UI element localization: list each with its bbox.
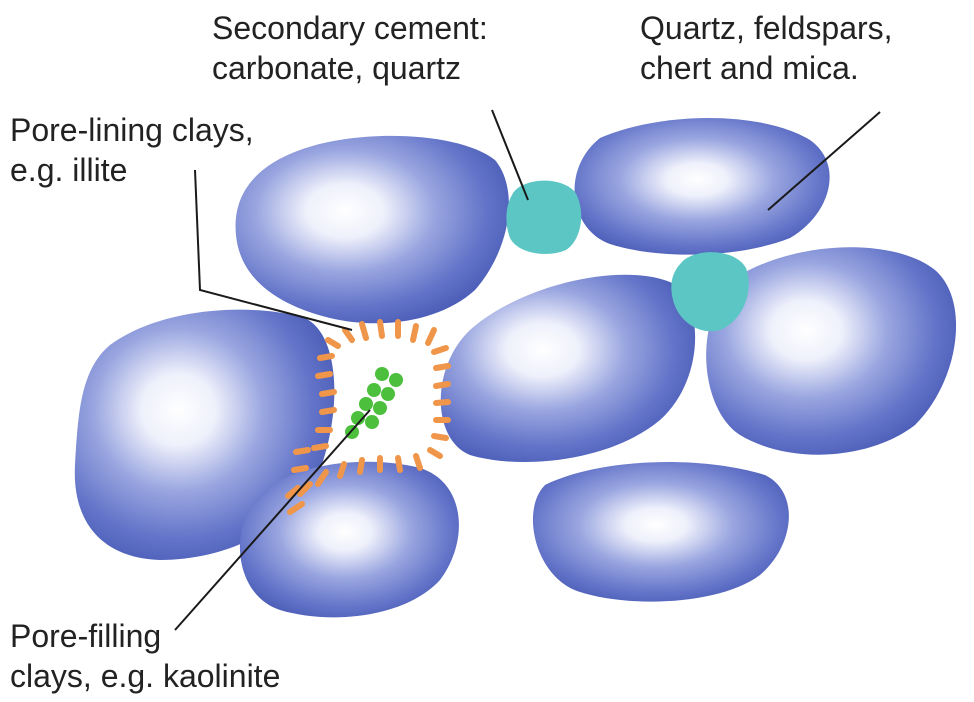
grain-bottom-right bbox=[533, 462, 789, 602]
label-secondary-cement: Secondary cement: carbonate, quartz bbox=[212, 8, 488, 88]
grain-bottom-center bbox=[240, 462, 459, 618]
label-secondary-cement-line2: carbonate, quartz bbox=[212, 48, 488, 88]
grain-top-left bbox=[236, 136, 509, 323]
cement-blob-upper bbox=[506, 181, 581, 254]
grain-center bbox=[441, 275, 695, 462]
label-pore-lining-clays-line1: Pore-lining clays, bbox=[10, 110, 254, 150]
label-pore-filling-clays-line2: clays, e.g. kaolinite bbox=[10, 656, 280, 696]
label-pore-filling-clays: Pore-filling clays, e.g. kaolinite bbox=[10, 616, 280, 696]
label-grain-minerals-line1: Quartz, feldspars, bbox=[640, 8, 893, 48]
label-grain-minerals: Quartz, feldspars, chert and mica. bbox=[640, 8, 893, 88]
label-grain-minerals-line2: chert and mica. bbox=[640, 48, 893, 88]
grain-top-right bbox=[575, 118, 830, 255]
label-pore-lining-clays-line2: e.g. illite bbox=[10, 150, 254, 190]
label-pore-filling-clays-line1: Pore-filling bbox=[10, 616, 280, 656]
label-pore-lining-clays: Pore-lining clays, e.g. illite bbox=[10, 110, 254, 190]
label-secondary-cement-line1: Secondary cement: bbox=[212, 8, 488, 48]
